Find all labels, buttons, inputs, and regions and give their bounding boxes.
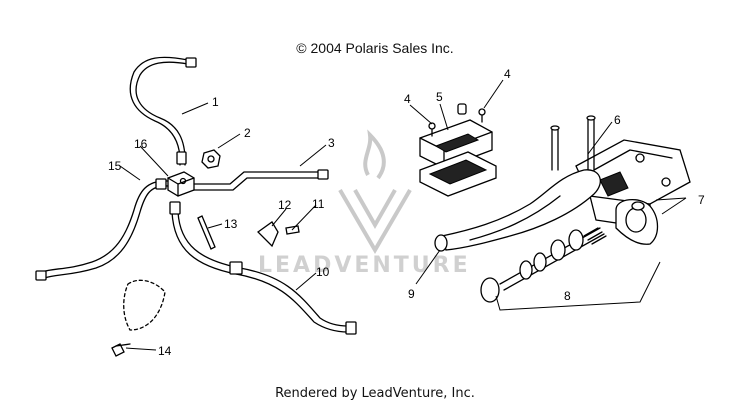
callout-12: 12 xyxy=(278,198,292,212)
part-8-piston-assembly xyxy=(480,227,607,303)
callout-16: 16 xyxy=(134,137,148,151)
callout-2: 2 xyxy=(244,126,251,140)
part-4-screw-right xyxy=(478,108,486,123)
callout-9: 9 xyxy=(408,287,415,301)
diaphragm xyxy=(419,151,497,197)
rendered-by-footer: Rendered by LeadVenture, Inc. xyxy=(275,386,475,401)
pivot-pin-right xyxy=(586,115,596,171)
callout-7: 7 xyxy=(698,193,705,207)
watermark-text: LEADVENTURE xyxy=(258,253,471,278)
frame-outline xyxy=(123,279,166,331)
callout-10: 10 xyxy=(316,265,330,279)
part-1-brake-line-upper xyxy=(129,56,197,166)
callout-6: 6 xyxy=(614,113,621,127)
part-12-bracket xyxy=(256,221,279,248)
part-9-brake-lever xyxy=(434,169,601,252)
part-14-bolt xyxy=(111,343,131,357)
callout-13: 13 xyxy=(224,217,238,231)
part-3-rigid-brake-line xyxy=(193,169,329,191)
callout-5: 5 xyxy=(436,90,443,104)
callout-11: 11 xyxy=(312,197,325,211)
part-16-junction-block xyxy=(167,171,195,197)
callout-labels: 1 2 3 4 4 5 6 7 8 9 10 11 12 13 14 15 16 xyxy=(108,67,705,358)
copyright-notice: © 2004 Polaris Sales Inc. xyxy=(296,40,454,56)
part-4-screw-left xyxy=(428,122,436,137)
part-6-master-cylinder-body xyxy=(575,139,691,229)
callout-15: 15 xyxy=(108,159,122,173)
callout-4-right: 4 xyxy=(504,67,511,81)
callout-3: 3 xyxy=(328,136,335,150)
callout-8: 8 xyxy=(564,289,571,303)
leadventure-watermark-logo: LEADVENTURE xyxy=(258,129,471,278)
part-10-brake-hose-lower xyxy=(169,201,357,335)
pivot-pin-left xyxy=(550,125,560,171)
part-13-clip xyxy=(197,215,216,250)
part-2-fitting xyxy=(201,149,221,169)
callout-4-left: 4 xyxy=(404,92,411,106)
part-15-brake-hose-left xyxy=(35,178,169,281)
callout-14: 14 xyxy=(158,344,172,358)
leader-lines xyxy=(119,79,687,351)
part-7-handlebar-clamp xyxy=(615,199,659,245)
callout-1: 1 xyxy=(212,95,219,109)
pin xyxy=(457,103,467,115)
